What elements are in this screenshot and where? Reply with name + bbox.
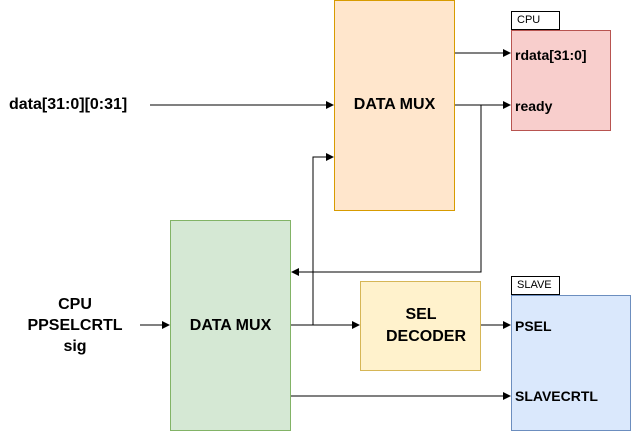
arrow-bottom-mux-to-top-mux [312,153,334,325]
cpu-block: rdata[31:0] ready [511,30,611,131]
cpu-tag: CPU [511,11,560,30]
bottom-data-mux-block: DATA MUX [170,220,291,431]
top-data-mux-label: DATA MUX [353,96,436,113]
sel-decoder-block: SEL DECODER [360,281,481,371]
slave-port-psel: PSEL [515,318,552,334]
cpu-ctrl-input-label: CPU PPSELCRTL sig [27,296,123,355]
cpu-port-ready: ready [515,98,553,114]
data-input-label: data[31:0][0:31] [9,96,128,113]
slave-port-slavecrtl: SLAVECRTL [515,388,598,404]
arrow-ready-feedback [291,105,482,276]
slave-block: PSEL SLAVECRTL [511,295,631,431]
sel-decoder-label: SEL DECODER [386,306,467,345]
slave-tag: SLAVE [511,276,560,295]
bottom-data-mux-label: DATA MUX [189,317,272,334]
top-data-mux-block: DATA MUX [334,0,455,211]
cpu-port-rdata: rdata[31:0] [515,47,587,63]
